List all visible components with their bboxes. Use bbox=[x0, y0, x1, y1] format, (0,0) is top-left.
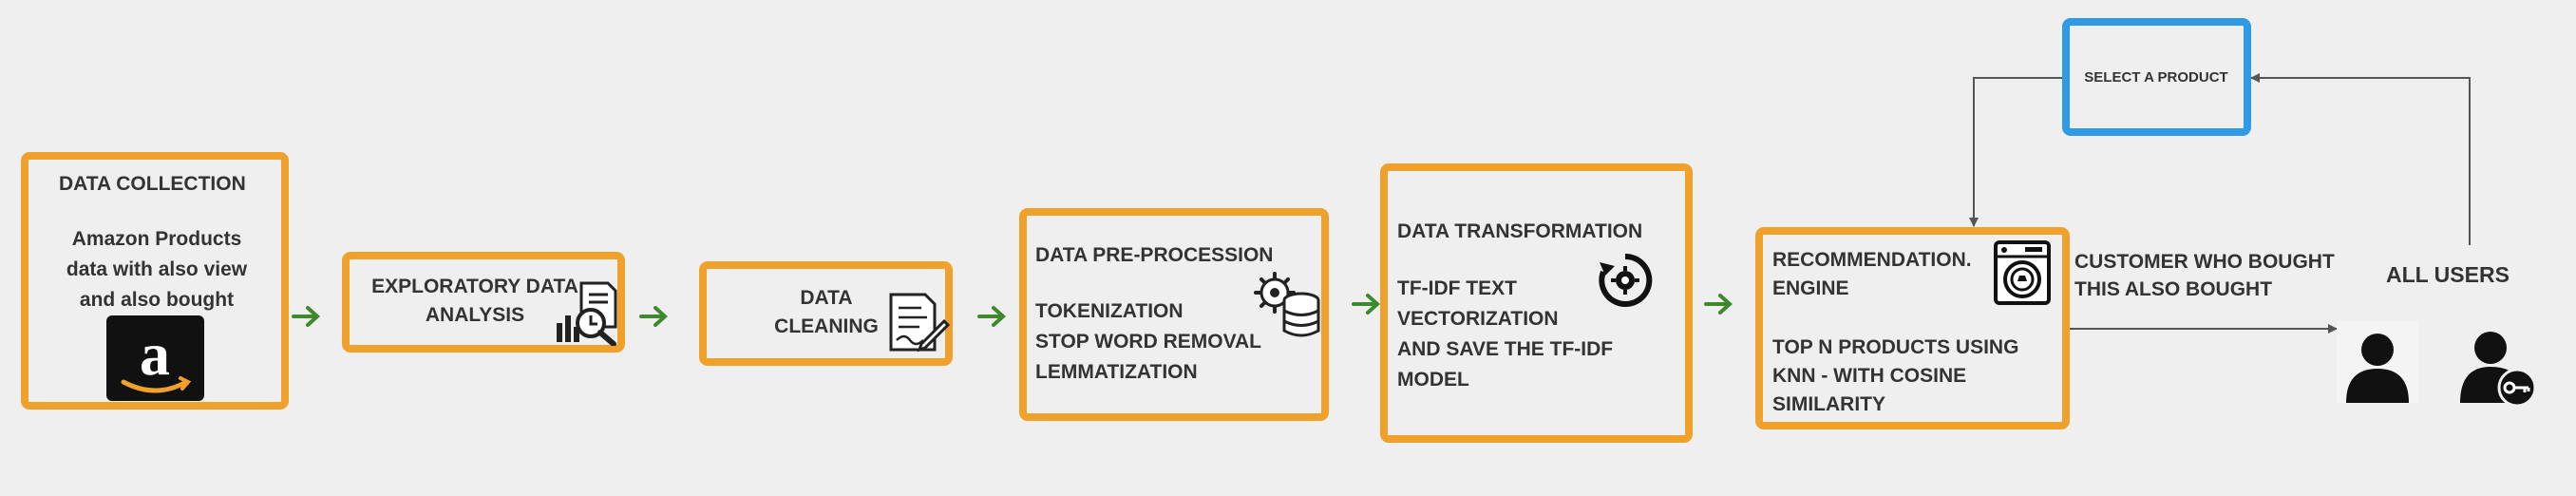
preprocessing-box bbox=[1019, 208, 1329, 421]
svg-text:a: a bbox=[140, 320, 170, 388]
recommendation-line-1: RECOMMENDATION. bbox=[1772, 249, 1972, 271]
transformation-line-3: AND SAVE THE TF-IDF bbox=[1397, 338, 1614, 360]
data-collection-desc-1: Amazon Products bbox=[71, 228, 242, 250]
recommendation-line-4: KNN - WITH COSINE bbox=[1772, 365, 1967, 387]
transformation-line-1: TF-IDF TEXT bbox=[1397, 277, 1517, 299]
flow-arrow bbox=[1704, 294, 1733, 315]
flow-arrow bbox=[1352, 294, 1380, 315]
washing-machine-icon bbox=[1994, 240, 2051, 305]
amazon-logo-icon: a bbox=[106, 315, 204, 401]
customer-label-1: CUSTOMER WHO BOUGHT bbox=[2074, 251, 2335, 273]
flow-arrow bbox=[977, 306, 1006, 327]
gear-database-icon bbox=[1254, 272, 1320, 337]
cleaning-label-2: CLEANING bbox=[774, 315, 879, 337]
flow-arrow bbox=[639, 306, 668, 327]
transformation-box bbox=[1380, 163, 1693, 443]
eda-label-2: ANALYSIS bbox=[425, 304, 525, 326]
recommendation-line-5: SIMILARITY bbox=[1772, 393, 1885, 415]
transformation-line-4: MODEL bbox=[1397, 369, 1469, 391]
cleaning-label-1: DATA bbox=[800, 287, 853, 309]
recommendation-line-3: TOP N PRODUCTS USING bbox=[1772, 336, 2019, 358]
select-product-box[interactable] bbox=[2062, 18, 2251, 136]
preprocessing-title: DATA PRE-PROCESSION bbox=[1035, 244, 1274, 266]
select-to-engine-line bbox=[1969, 77, 2063, 227]
user-key-icon bbox=[2460, 332, 2537, 407]
preprocessing-item-1: TOKENIZATION bbox=[1035, 300, 1184, 322]
select-product-label: SELECT A PRODUCT bbox=[2084, 69, 2228, 86]
transformation-title: DATA TRANSFORMATION bbox=[1397, 220, 1643, 242]
user-icon bbox=[2337, 321, 2418, 403]
refresh-gear-icon bbox=[1599, 253, 1653, 307]
users-to-select-line bbox=[2250, 73, 2471, 245]
all-users-label: ALL USERS bbox=[2386, 262, 2510, 287]
customer-label-2: THIS ALSO BOUGHT bbox=[2074, 278, 2273, 300]
data-collection-desc-2: data with also view bbox=[66, 258, 248, 280]
recommendation-line-2: ENGINE bbox=[1772, 277, 1849, 299]
data-collection-desc-3: and also bought bbox=[79, 289, 235, 311]
eda-label-1: EXPLORATORY DATA bbox=[371, 276, 578, 297]
data-collection-box bbox=[21, 152, 289, 410]
document-pen-icon bbox=[889, 293, 950, 353]
chart-magnifier-icon bbox=[557, 281, 617, 346]
preprocessing-item-2: STOP WORD REMOVAL bbox=[1035, 331, 1262, 353]
data-collection-title: DATA COLLECTION bbox=[59, 173, 246, 195]
preprocessing-item-3: LEMMATIZATION bbox=[1035, 361, 1198, 383]
transformation-line-2: VECTORIZATION bbox=[1397, 308, 1559, 330]
flow-arrow bbox=[292, 306, 320, 327]
